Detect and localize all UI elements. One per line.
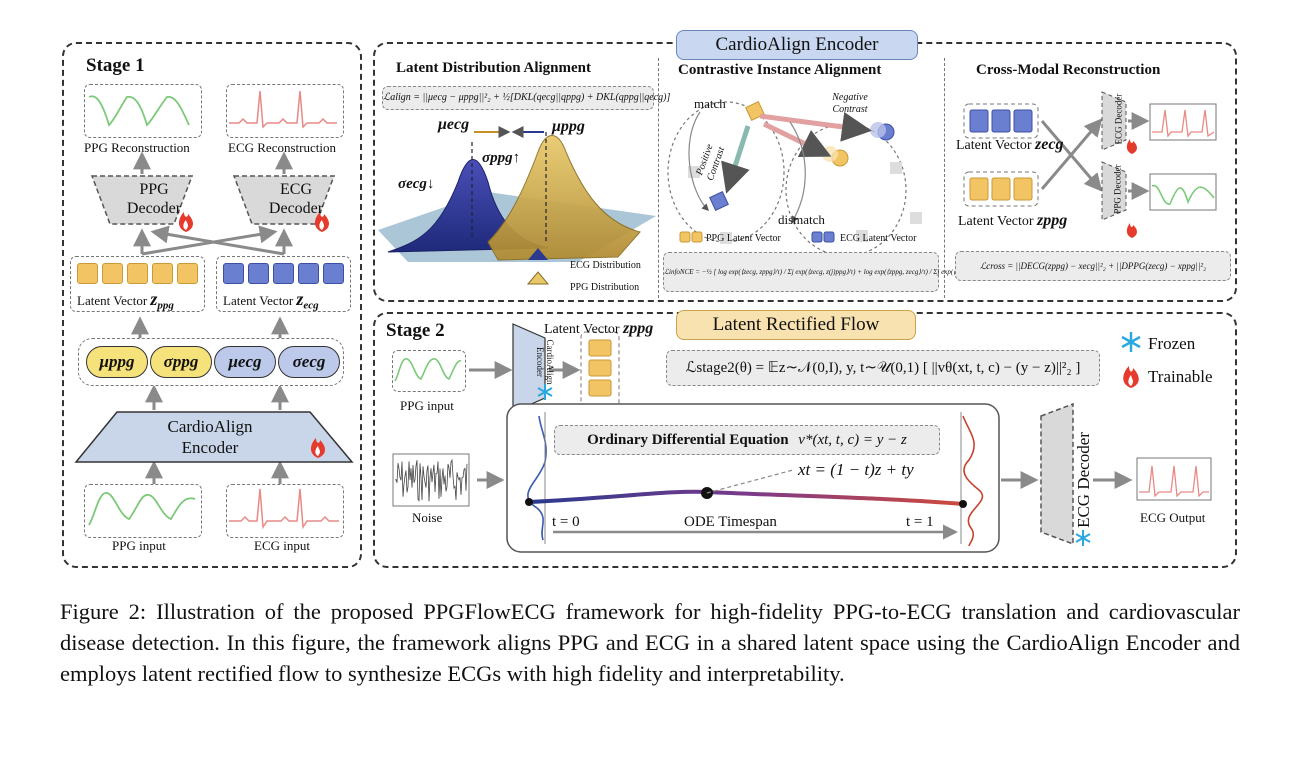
latent-ecg-symbol: z	[296, 289, 304, 309]
encoder-panel-title: CardioAlign Encoder	[676, 30, 918, 60]
cmr-latent-ecg-label: Latent Vector	[956, 138, 1032, 153]
cmr-ppg-decoder: PPG Decoder	[1112, 164, 1123, 214]
ecg-decoder-shape	[232, 175, 336, 225]
stage1-encoder-label: CardioAlign Encoder	[167, 417, 253, 457]
sigma-ppg-pill: σppg	[150, 346, 212, 378]
legend-trainable: Trainable	[1148, 367, 1213, 386]
stage2-latent-label: Latent Vector	[544, 322, 620, 337]
latent-ecg-label: Latent Vector	[223, 293, 294, 308]
cia-legend-ppg: PPG Latent Vector	[706, 233, 781, 244]
noise-label: Noise	[412, 510, 443, 525]
lda-sigma-ecg: σecg↓	[398, 176, 435, 192]
t0-label: t = 0	[552, 514, 580, 530]
stage2-decoder-label: ECG Decoder	[1073, 432, 1093, 528]
flame-icon	[311, 438, 325, 458]
ecg-input-wave	[229, 488, 339, 530]
lda-legend-ppg: PPG Distribution	[570, 282, 640, 293]
flame-icon	[1123, 366, 1139, 388]
lda-sigma-ppg: σppg↑	[482, 150, 521, 166]
lda-distribution-plot	[378, 126, 656, 285]
ecg-decoder-label: ECG Decoder	[268, 181, 324, 217]
ecg-input-label: ECG input	[254, 538, 310, 553]
stage2-decoder-shape	[1040, 402, 1074, 546]
figure-caption: Figure 2: Illustration of the proposed P…	[60, 599, 1240, 686]
stage1-title: Stage 1	[86, 55, 145, 76]
latent-ppg-squares	[77, 263, 198, 289]
snowflake-icon	[1075, 530, 1091, 546]
cia-match: match	[694, 96, 726, 111]
cmr-formula: ℒcross = ||DECG(zppg) − xecg||²₂ + ||DPP…	[955, 251, 1231, 281]
stage2-title: Stage 2	[386, 320, 445, 341]
ode-timespan-label: ODE Timespan	[684, 514, 777, 530]
xt-equation: xt = (1 − t)z + ty	[798, 460, 914, 479]
stage1-connectors	[74, 151, 354, 484]
ode-box: Ordinary Differential Equation v*(xt, t,…	[554, 425, 940, 455]
stage2-loss: ℒstage2(θ) = 𝔼z∼𝒩(0,I), y, t∼𝒰(0,1) [ ||…	[666, 350, 1100, 386]
ppg-reconstruction-wave	[88, 95, 190, 127]
sigma-ecg-pill: σecg	[278, 346, 340, 378]
cmr-diagram	[963, 91, 1217, 238]
latent-ecg-subscript: ecg	[303, 299, 319, 312]
cia-negative: Negative Contrast	[832, 92, 868, 115]
encoder-divider-1	[658, 58, 659, 298]
stage2-ppg-wave	[394, 358, 462, 382]
ecg-reconstruction-wave	[229, 90, 337, 129]
snowflake-icon	[537, 384, 553, 400]
cmr-ecg-decoder: ECG Decoder	[1113, 93, 1124, 145]
mu-ecg-pill: μecg	[214, 346, 276, 378]
flame-icon	[1126, 223, 1137, 238]
ecg-input-box	[226, 484, 344, 538]
latent-ppg-box: Latent Vector zppg	[70, 256, 205, 312]
flame-icon	[315, 212, 329, 232]
stage2-encoder-label: CardioAlign Encoder	[535, 339, 555, 385]
cmr-latent-ppg-label: Latent Vector	[958, 214, 1034, 229]
ode-label: Ordinary Differential Equation	[587, 432, 789, 448]
cia-title: Contrastive Instance Alignment	[678, 62, 882, 78]
ppg-input-wave	[88, 492, 196, 526]
latent-ppg-subscript: ppg	[157, 299, 174, 312]
ppg-reconstruction-label: PPG Reconstruction	[84, 140, 190, 155]
t1-label: t = 1	[906, 514, 934, 530]
ppg-reconstruction-box	[84, 84, 202, 138]
ode-equation: v*(xt, t, c) = y − z	[798, 432, 907, 448]
noise-signal	[392, 453, 470, 507]
lda-mu-ecg: μecg	[438, 116, 470, 133]
encoder-divider-2	[944, 58, 945, 298]
ecg-output-label: ECG Output	[1140, 510, 1206, 525]
latent-ecg-squares	[223, 263, 344, 289]
stage2-latent-symbol: zppg	[623, 320, 654, 337]
lda-formula: ℒalign = ||μecg − μppg||²₂ + ½[DKL(qecg|…	[382, 86, 670, 110]
mu-ppg-pill: μppg	[86, 346, 148, 378]
flame-icon	[179, 212, 193, 232]
cia-diagram	[667, 101, 922, 254]
ppg-decoder-shape	[90, 175, 194, 225]
flame-icon	[1126, 139, 1137, 154]
snowflake-icon	[1121, 332, 1141, 352]
ecg-reconstruction-box	[226, 84, 344, 138]
stage1-panel	[62, 42, 362, 568]
cmr-latent-ppg-symbol: zppg	[1037, 212, 1068, 229]
ppg-input-label: PPG input	[112, 538, 166, 553]
cia-dismatch: dismatch	[778, 212, 825, 227]
ppg-decoder-label: PPG Decoder	[126, 181, 182, 217]
stage2-ppg-input-label: PPG input	[400, 398, 454, 413]
ppg-distribution-surface	[487, 135, 641, 261]
lda-title: Latent Distribution Alignment	[396, 60, 592, 76]
legend-frozen: Frozen	[1148, 334, 1196, 353]
cia-legend-ecg: ECG Latent Vector	[840, 233, 917, 244]
lda-legend-ecg: ECG Distribution	[570, 260, 641, 271]
stage2-banner: Latent Rectified Flow	[676, 310, 916, 340]
latent-ppg-symbol: z	[150, 289, 158, 309]
ecg-reconstruction-label: ECG Reconstruction	[228, 140, 336, 155]
latent-ppg-label: Latent Vector	[77, 293, 148, 308]
latent-ecg-box: Latent Vector zecg	[216, 256, 351, 312]
lda-mu-ppg: μppg	[552, 118, 585, 135]
cmr-title: Cross-Modal Reconstruction	[976, 62, 1161, 78]
stage2-ppg-input-box	[392, 350, 466, 392]
cia-formula: ℒinfoNCE = −½ [ log exp(⟨zecg, zppg⟩/τ) …	[663, 252, 1006, 292]
ppg-input-box	[84, 484, 202, 538]
stage1-encoder-shape	[74, 411, 354, 463]
cmr-latent-ecg-symbol: zecg	[1035, 136, 1064, 153]
